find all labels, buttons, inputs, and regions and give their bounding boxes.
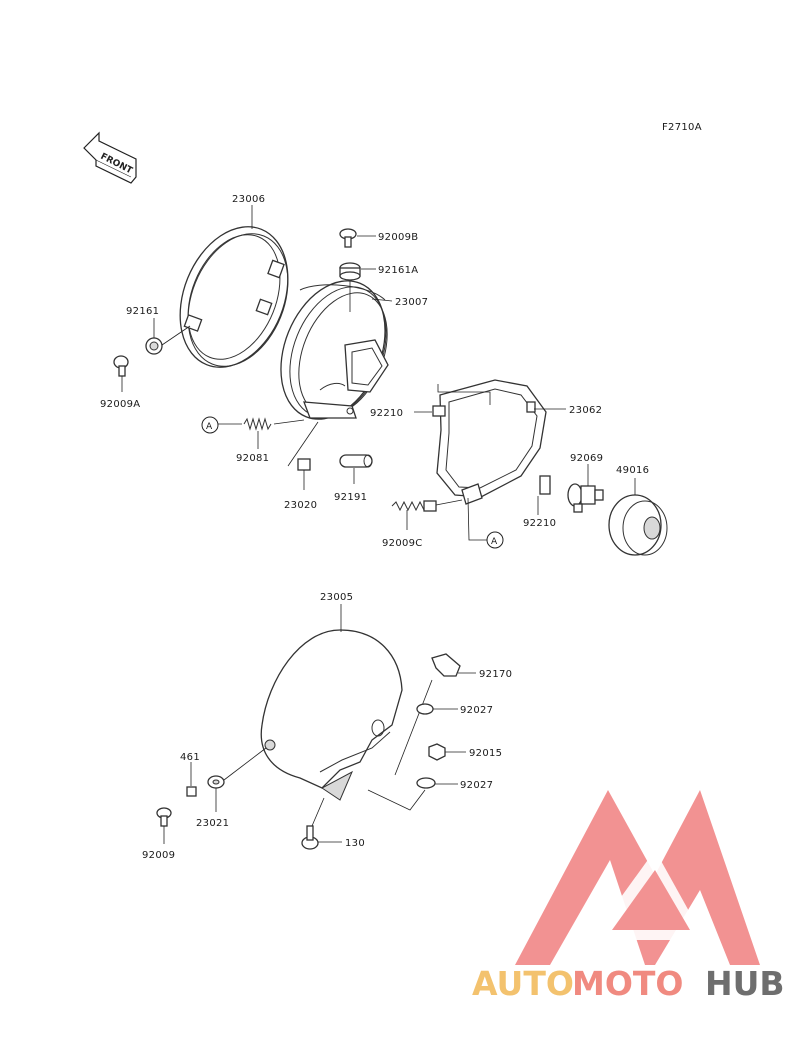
headlight-bracket-23062 bbox=[436, 379, 551, 505]
label-49016: 49016 bbox=[616, 465, 649, 476]
spring-92081 bbox=[243, 417, 272, 431]
watermark-text: AUTO MOTO HUB bbox=[472, 964, 785, 1003]
clip-92210-upper bbox=[432, 405, 446, 417]
headlight-rim-23006 bbox=[179, 226, 289, 368]
label-92009A: 92009A bbox=[100, 399, 140, 410]
callout-A-upper: A bbox=[201, 416, 219, 434]
label-92027-upper: 92027 bbox=[460, 705, 493, 716]
label-23007: 23007 bbox=[395, 297, 428, 308]
watermark-moto: MOTO bbox=[572, 964, 683, 1003]
label-92081: 92081 bbox=[236, 453, 269, 464]
washer-92027-upper bbox=[416, 703, 434, 715]
label-23062: 23062 bbox=[569, 405, 602, 416]
label-92161: 92161 bbox=[126, 306, 159, 317]
figure-code: F2710A bbox=[662, 122, 702, 133]
label-92015: 92015 bbox=[469, 748, 502, 759]
callout-A-lower: A bbox=[486, 531, 504, 549]
label-92027-lower: 92027 bbox=[460, 780, 493, 791]
watermark-hub: HUB bbox=[705, 964, 785, 1003]
label-461: 461 bbox=[180, 752, 200, 763]
label-92191: 92191 bbox=[334, 492, 367, 503]
headlight-cover-23005 bbox=[260, 629, 403, 801]
label-92170: 92170 bbox=[479, 669, 512, 680]
label-92009C: 92009C bbox=[382, 538, 423, 549]
screw-92009C bbox=[391, 500, 437, 512]
label-92210-upper: 92210 bbox=[370, 408, 403, 419]
label-23006: 23006 bbox=[232, 194, 265, 205]
label-130: 130 bbox=[345, 838, 365, 849]
bulb-92069 bbox=[567, 483, 604, 513]
label-23020: 23020 bbox=[284, 500, 317, 511]
watermark-auto: AUTO bbox=[472, 964, 574, 1003]
headlight-unit-23007 bbox=[280, 280, 389, 420]
label-92069: 92069 bbox=[570, 453, 603, 464]
nut-92015 bbox=[428, 743, 446, 761]
washer-92027-lower bbox=[416, 777, 436, 789]
label-92210-lower: 92210 bbox=[523, 518, 556, 529]
automotohub-logo-icon bbox=[515, 790, 760, 965]
svg-text:A: A bbox=[206, 422, 213, 432]
label-92009: 92009 bbox=[142, 850, 175, 861]
grommet-23021 bbox=[207, 775, 225, 789]
svg-text:A: A bbox=[491, 537, 498, 547]
front-arrow-icon: FRONT bbox=[83, 131, 137, 184]
label-92161A: 92161A bbox=[378, 265, 418, 276]
screw-92009B bbox=[339, 228, 357, 248]
label-23021: 23021 bbox=[196, 818, 229, 829]
bracket-92170 bbox=[431, 653, 461, 677]
screw-92009A bbox=[113, 355, 129, 377]
label-23005: 23005 bbox=[320, 592, 353, 603]
grommet-92161 bbox=[145, 337, 163, 355]
boot-49016 bbox=[608, 494, 668, 556]
bolt-130 bbox=[301, 825, 319, 850]
screw-92009 bbox=[156, 807, 172, 827]
clip-23020 bbox=[297, 458, 311, 471]
grommet-92161A bbox=[339, 262, 361, 281]
label-92009B: 92009B bbox=[378, 232, 418, 243]
nut-461 bbox=[186, 786, 197, 797]
tube-92191 bbox=[339, 454, 373, 468]
